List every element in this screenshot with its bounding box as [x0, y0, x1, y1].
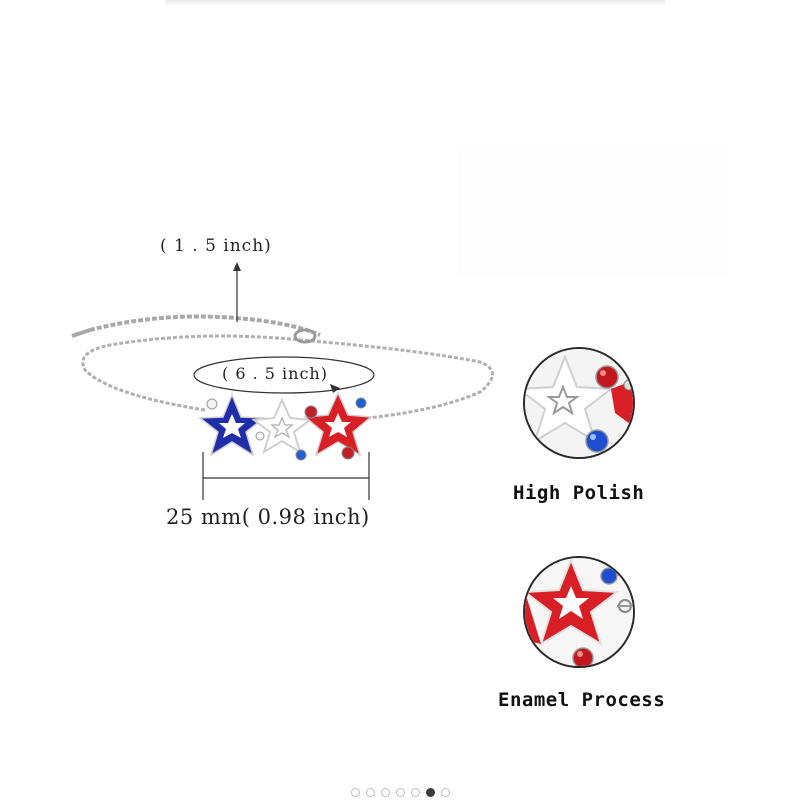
top-edge-strip: [165, 0, 665, 6]
pager-dot-2[interactable]: [365, 788, 375, 797]
blue-star-charm: [197, 393, 267, 457]
star-closeup-white-icon: [525, 349, 633, 457]
pager-dot-5[interactable]: [410, 788, 420, 797]
pager-dot-6[interactable]: [425, 788, 435, 797]
background-watermark-area: [458, 150, 728, 275]
enamel-process-closeup: [523, 556, 635, 668]
pager-dot-7[interactable]: [440, 788, 450, 797]
chain-length-label: ( 6 . 5 inch): [222, 364, 328, 383]
extender-chain: [89, 314, 321, 337]
pager-dot-1[interactable]: [350, 788, 360, 797]
high-polish-closeup: [523, 347, 635, 459]
white-star-charm: [251, 397, 313, 461]
extender-length-label: ( 1 . 5 inch): [160, 236, 272, 256]
pager-dot-3[interactable]: [380, 788, 390, 797]
chain-length-ellipse: [193, 356, 375, 394]
clasp: [293, 328, 317, 344]
star-closeup-red-icon: [525, 558, 633, 666]
image-carousel-pager: [0, 788, 800, 800]
charm-width-label: 25 mm( 0.98 inch): [166, 505, 370, 529]
red-star-charm: [303, 391, 373, 460]
enamel-process-label: Enamel Process: [498, 689, 666, 711]
high-polish-label: High Polish: [513, 482, 645, 504]
pager-dot-4[interactable]: [395, 788, 405, 797]
